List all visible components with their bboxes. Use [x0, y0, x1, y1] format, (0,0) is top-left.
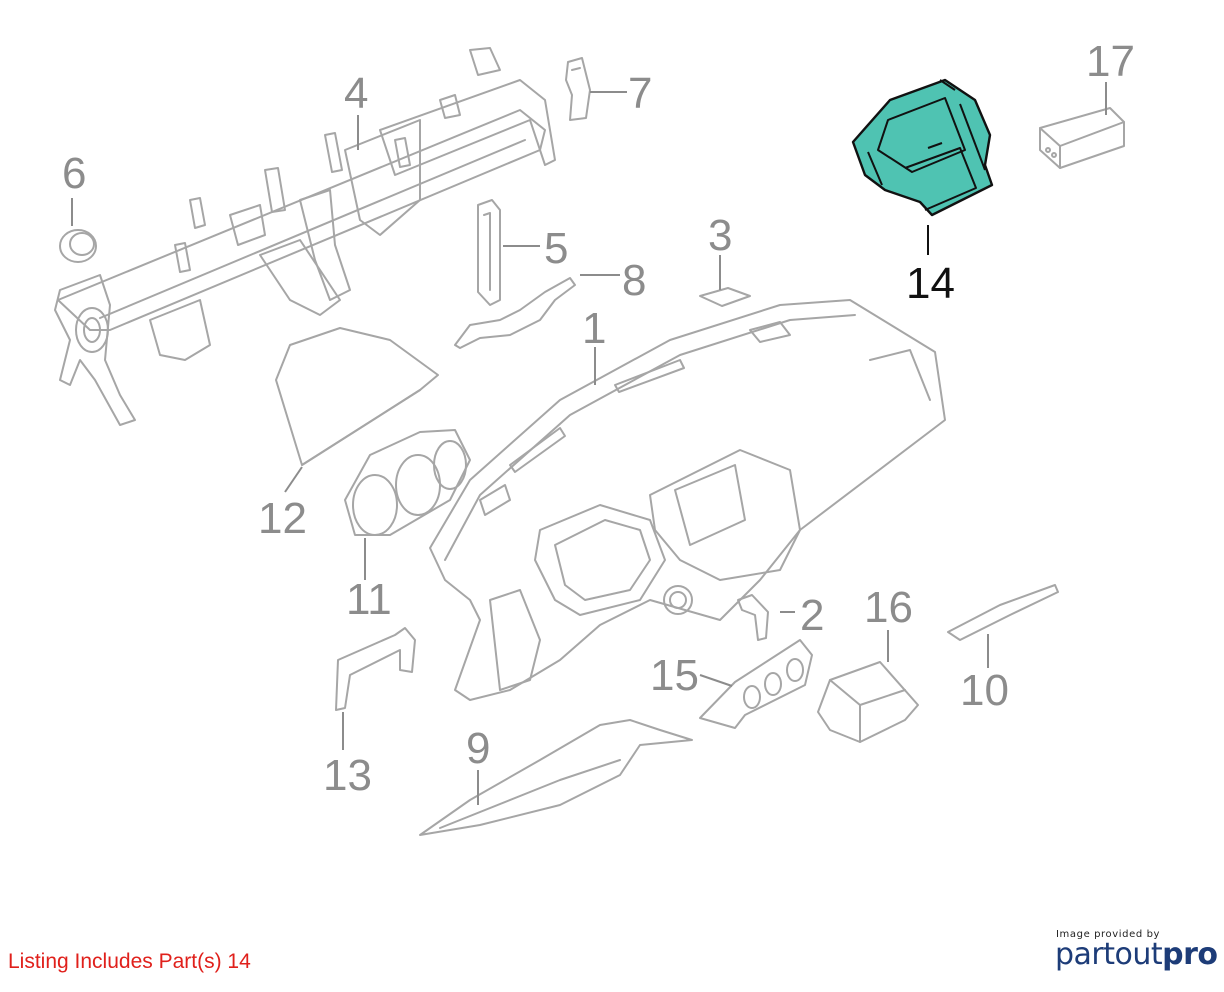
callout-15: 15: [650, 651, 699, 700]
callout-6: 6: [62, 149, 86, 198]
callout-12: 12: [258, 494, 307, 543]
callout-10: 10: [960, 666, 1009, 715]
callout-17: 17: [1086, 37, 1135, 86]
part-17-pocket: [1039, 107, 1125, 169]
callout-7: 7: [628, 69, 652, 118]
part-1-instrument-panel: [429, 299, 946, 701]
callout-14: 14: [906, 259, 955, 308]
part-2-bracket: [737, 594, 769, 641]
callout-4: 4: [344, 69, 368, 118]
part-7-bracket: [565, 57, 591, 121]
callout-9: 9: [466, 724, 490, 773]
part-15-switch-panel: [699, 639, 813, 729]
part-4-crossmember: [54, 47, 556, 426]
image-provided-by-text: Image provided by: [1056, 929, 1161, 940]
part-10-trim-strip: [947, 584, 1059, 641]
callout-8: 8: [622, 256, 646, 305]
partoutpro-logo: partoutpro: [1055, 937, 1218, 972]
part-12-cluster-hood: [275, 327, 439, 466]
callout-3: 3: [708, 211, 732, 260]
part-5-bracket: [477, 199, 501, 306]
part-11-gauge-cluster: [344, 429, 471, 536]
callout-13: 13: [323, 751, 372, 800]
part-3-pad: [699, 287, 751, 307]
listing-includes-text: Listing Includes Part(s) 14: [8, 950, 251, 973]
callout-5: 5: [544, 224, 568, 273]
callout-1: 1: [582, 304, 606, 353]
callout-16: 16: [864, 583, 913, 632]
callout-11: 11: [346, 575, 392, 624]
part-9-lower-cover: [419, 719, 693, 836]
logo-text-pro: pro: [1162, 937, 1218, 972]
part-8-duct: [454, 277, 576, 349]
leader-lines: [71, 82, 1107, 805]
callout-2: 2: [800, 591, 824, 640]
part-13-bracket: [335, 627, 416, 711]
part-6-cap: [59, 229, 97, 263]
logo-text-partout: partout: [1055, 937, 1163, 972]
part-16-storage-box: [817, 661, 919, 743]
part-14-display-housing: [851, 78, 994, 217]
